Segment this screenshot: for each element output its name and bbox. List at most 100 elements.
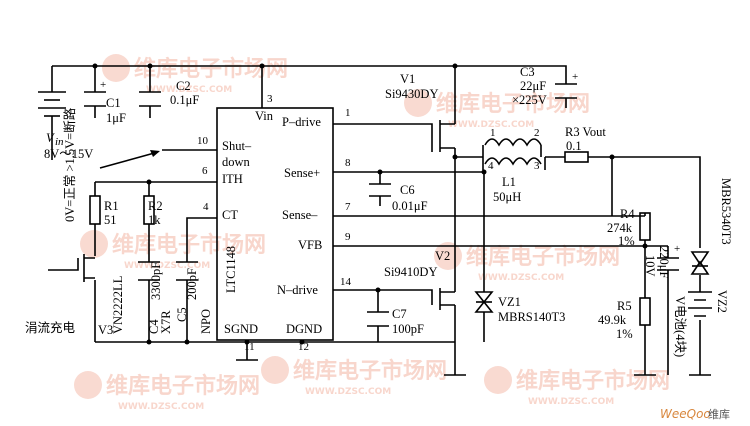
pin-number: 3 (267, 93, 273, 105)
r2-ref: R2 (148, 199, 163, 213)
pin-label-ct: CT (222, 208, 238, 222)
ic-ltc1148: Vin P–drive Shut– down ITH CT Sense+ Sen… (197, 93, 352, 353)
watermark-url: WWW.DZSC.COM (478, 273, 564, 283)
pin-label-sense-minus: Sense– (282, 208, 318, 222)
pin-number: 1 (345, 107, 351, 119)
v3-ref: V3 (98, 323, 113, 337)
r5-ref: R5 (617, 299, 632, 313)
diode-vz1: VZ1 MBRS140T3 (474, 291, 565, 324)
watermark-logo-icon (404, 89, 432, 117)
r3-ref: R3 Vout (565, 125, 606, 139)
r5-value: 49.9k (598, 313, 627, 327)
v2-ref: V2 (435, 249, 450, 263)
pin-number: 7 (345, 201, 351, 213)
l1-pin-4: 4 (488, 160, 494, 172)
mosfet-v1: V1 Si9430DY (385, 72, 456, 152)
pin-number: 9 (345, 231, 351, 243)
v1-ref: V1 (400, 72, 415, 86)
c5-ref: C5 (175, 307, 189, 322)
watermark-logo-icon (261, 356, 289, 384)
polarity-mark: + (674, 243, 680, 255)
l1-pin-1: 1 (490, 127, 496, 139)
capacitor-c2: C2 0.1μF (139, 79, 199, 107)
watermark-url: WWW.DZSC.COM (305, 387, 391, 397)
r4-tolerance: 1% (618, 234, 635, 248)
c5-dielectric: NPO (199, 309, 213, 334)
vz2-ref: VZ2 (715, 290, 729, 313)
capacitor-c4: 3300pF C4 X7R (138, 261, 173, 334)
c4-value: 3300pF (149, 262, 163, 300)
polarity-mark: + (572, 71, 578, 83)
pin-label-shutdown: Shut– (222, 139, 252, 153)
ground-icon (236, 359, 711, 376)
pin-label-vfb: VFB (298, 238, 322, 252)
r5-tolerance: 1% (616, 327, 633, 341)
pin-label-pdrive: P–drive (282, 115, 321, 129)
c6-value: 0.01μF (392, 199, 428, 213)
l1-pin-3: 3 (534, 160, 540, 172)
watermark-url: WWW.DZSC.COM (118, 402, 204, 412)
ic-part-number: LTC1148 (224, 246, 238, 293)
watermark-logo-icon (74, 371, 102, 399)
c4-ref: C4 (147, 319, 161, 334)
watermark-url: WWW.DZSC.COM (124, 261, 210, 271)
c6-ref: C6 (400, 183, 415, 197)
vin-subscript: in (55, 136, 64, 148)
v1-part: Si9430DY (385, 87, 438, 101)
watermark-url: WWW.DZSC.COM (448, 120, 534, 130)
r1-value: 51 (104, 213, 117, 227)
watermark-layer: 维库电子市场网 WWW.DZSC.COM 维库电子市场网 WWW.DZSC.CO… (74, 54, 670, 412)
v2-part: Si9410DY (384, 265, 437, 279)
c4-dielectric: X7R (159, 310, 173, 334)
capacitor-c3: + C3 22μF ×225V (512, 65, 578, 107)
watermark-url: WWW.DZSC.COM (146, 85, 232, 95)
l1-value: 50μH (493, 190, 521, 204)
vz1-ref: VZ1 (498, 295, 521, 309)
watermark-brand: 维库电子市场网 (106, 373, 260, 399)
watermark-brand: 维库电子市场网 (112, 232, 266, 258)
r4-value: 274k (607, 221, 633, 235)
vz2-part: MBR5340T3 (719, 178, 733, 245)
l1-pin-2: 2 (534, 127, 540, 139)
r4-ref: R4 (620, 207, 635, 221)
watermark-logo-icon (102, 54, 130, 82)
watermark-brand: 维库电子市场网 (516, 368, 670, 394)
watermark-brand: 维库电子市场网 (436, 91, 590, 117)
mosfet-v3: V3 VN2222LL (48, 254, 125, 337)
c1-value: 1μF (106, 111, 126, 125)
v3-part: VN2222LL (111, 276, 125, 334)
vin-label: V (46, 131, 55, 145)
c7-value: 100pF (392, 322, 424, 336)
pin-number: 12 (298, 341, 309, 353)
c2-ref: C2 (176, 79, 191, 93)
watermark-logo-icon (80, 230, 108, 258)
shutdown-control-note: 0V=正常 >1.5V=断路 (62, 107, 77, 222)
diode-vz2: MBR5340T3 VZ2 (690, 178, 733, 313)
watermark-url: WWW.DZSC.COM (528, 397, 614, 407)
resistor-r4: R4 274k 1% (607, 207, 651, 248)
pin-label-vin: Vin (255, 109, 274, 123)
resistor-r1: R1 51 (89, 195, 119, 227)
r3-value: 0.1 (566, 139, 582, 153)
c1-ref: C1 (106, 96, 121, 110)
watermark-brand: 维库电子市场网 (466, 244, 620, 270)
input-source-symbol (38, 91, 66, 117)
capacitor-output: + 220μF 10V (643, 243, 680, 278)
capacitor-c5: 200pF C5 NPO (175, 261, 213, 334)
c2-value: 0.1μF (170, 93, 199, 107)
inductor-l1: 1 2 3 4 L1 50μH (482, 127, 542, 204)
battery-pack: V电池(4块) (673, 291, 712, 357)
pin-label-sense-plus: Sense+ (284, 166, 320, 180)
weeqoo-logo: WeeQoo 维库 (655, 402, 750, 426)
capacitor-c6: C6 0.01μF (369, 183, 428, 213)
pin-number: 8 (345, 157, 351, 169)
resistor-r2: R2 1k (143, 195, 163, 227)
cout-value: 220μF (657, 246, 671, 278)
vz1-part: MBRS140T3 (498, 310, 565, 324)
junctions (92, 63, 648, 345)
polarity-mark: + (100, 79, 106, 91)
shutdown-arrow (99, 151, 159, 169)
pin-label-ith: ITH (222, 172, 243, 186)
arrow-head-icon (150, 150, 160, 157)
